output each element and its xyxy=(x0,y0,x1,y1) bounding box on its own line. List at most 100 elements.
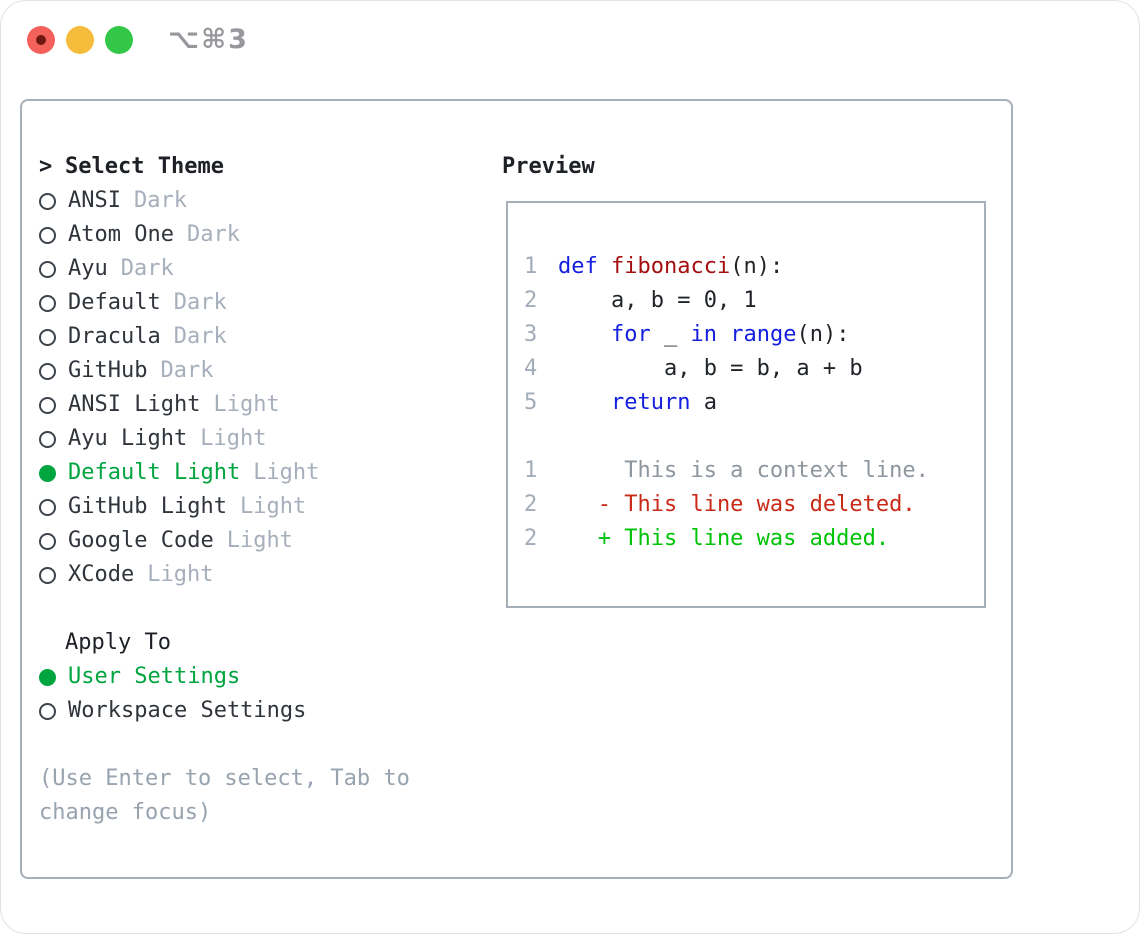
traffic-light-close-button[interactable] xyxy=(27,26,55,54)
hint-text-line1: (Use Enter to select, Tab to xyxy=(39,766,410,791)
theme-variant: Light xyxy=(147,562,214,587)
apply-option-label: User Settings xyxy=(68,664,241,689)
theme-name: Ayu xyxy=(68,256,108,281)
code-segment: def xyxy=(558,254,611,279)
radio-icon xyxy=(39,328,56,346)
theme-name: XCode xyxy=(68,562,135,587)
theme-item[interactable]: Default Dark xyxy=(39,286,410,320)
spacer xyxy=(39,728,410,762)
theme-variant: Dark xyxy=(173,290,227,315)
code-segment: This is a context line. xyxy=(558,458,929,483)
theme-name: GitHub Light xyxy=(68,494,227,519)
code-segment: a, b = b, a + b xyxy=(558,356,863,381)
line-number: 2 xyxy=(524,492,538,517)
code-segment: (n): xyxy=(730,254,784,279)
preview-line: 3 for _ in range(n): xyxy=(524,318,984,352)
apply-option-label: Workspace Settings xyxy=(68,698,307,723)
radio-icon xyxy=(39,396,56,414)
line-number: 1 xyxy=(524,458,538,483)
window-title: ⌥⌘3 xyxy=(168,24,249,55)
code-segment: in xyxy=(690,322,717,347)
theme-name: Ayu Light xyxy=(68,426,188,451)
code-segment: (n): xyxy=(796,322,850,347)
theme-variant: Light xyxy=(213,392,280,417)
radio-icon xyxy=(39,192,56,210)
theme-item[interactable]: Atom One Dark xyxy=(39,218,410,252)
preview-line xyxy=(524,420,984,454)
radio-icon xyxy=(39,532,56,550)
theme-name: ANSI Light xyxy=(68,392,201,417)
theme-item[interactable]: Google Code Light xyxy=(39,524,410,558)
radio-icon xyxy=(39,294,56,312)
traffic-light-minimize-button[interactable] xyxy=(66,26,94,54)
preview-line: 1 def fibonacci(n): xyxy=(524,250,984,284)
radio-icon xyxy=(39,702,56,720)
theme-item[interactable]: Default Light Light xyxy=(39,456,410,490)
code-segment: for xyxy=(610,322,651,347)
theme-name: Default Light xyxy=(68,460,241,485)
code-segment: return xyxy=(610,390,691,415)
code-segment xyxy=(558,390,611,415)
theme-item[interactable]: XCode Light xyxy=(39,558,410,592)
theme-variant: Light xyxy=(226,528,293,553)
theme-item[interactable]: GitHub Light Light xyxy=(39,490,410,524)
hint-text-line2: change focus) xyxy=(39,800,212,825)
line-number: 2 xyxy=(524,526,538,551)
code-segment: _ xyxy=(650,322,691,347)
close-dot-icon xyxy=(36,35,46,45)
code-segment: fibonacci xyxy=(610,254,731,279)
apply-to-header-row: Apply To xyxy=(39,626,410,660)
radio-icon xyxy=(39,430,56,448)
line-number: 1 xyxy=(524,254,538,279)
preview-line: 2 a, b = 0, 1 xyxy=(524,284,984,318)
radio-icon xyxy=(39,668,56,686)
preview-line: 5 return a xyxy=(524,386,984,420)
theme-item[interactable]: GitHub Dark xyxy=(39,354,410,388)
code-segment: a, b = 0, 1 xyxy=(558,288,757,313)
theme-select-header: Select Theme xyxy=(65,154,224,179)
theme-name: GitHub xyxy=(68,358,148,383)
preview-line: 2 - This line was deleted. xyxy=(524,488,984,522)
theme-name: Google Code xyxy=(68,528,214,553)
radio-icon xyxy=(39,464,56,482)
traffic-light-zoom-button[interactable] xyxy=(105,26,133,54)
apply-option[interactable]: Workspace Settings xyxy=(39,694,410,728)
selection-cursor: > xyxy=(39,154,53,179)
theme-variant: Light xyxy=(253,460,320,485)
apply-to-header: Apply To xyxy=(65,630,171,655)
line-number: 5 xyxy=(524,390,538,415)
code-segment xyxy=(717,322,730,347)
theme-name: Default xyxy=(68,290,161,315)
theme-select-header-row: > Select Theme xyxy=(39,150,410,184)
code-segment: + This line was added. xyxy=(558,526,890,551)
theme-variant: Light xyxy=(239,494,307,519)
code-segment: - This line was deleted. xyxy=(558,492,916,517)
code-segment: range xyxy=(730,322,797,347)
theme-variant: Dark xyxy=(160,358,214,383)
preview-line: 4 a, b = b, a + b xyxy=(524,352,984,386)
titlebar: ⌥⌘3 xyxy=(1,1,1139,79)
theme-name: Atom One xyxy=(68,222,174,247)
radio-icon xyxy=(39,498,56,516)
code-segment xyxy=(558,322,611,347)
radio-icon xyxy=(39,226,56,244)
theme-name: ANSI xyxy=(68,188,121,213)
theme-name: Dracula xyxy=(68,324,161,349)
apply-option[interactable]: User Settings xyxy=(39,660,410,694)
theme-variant: Dark xyxy=(186,222,240,247)
code-segment: a xyxy=(690,390,717,415)
line-number: 3 xyxy=(524,322,538,347)
theme-item[interactable]: ANSI Light Light xyxy=(39,388,410,422)
spacer xyxy=(39,592,410,626)
line-number: 4 xyxy=(524,356,538,381)
preview-header: Preview xyxy=(502,154,595,179)
